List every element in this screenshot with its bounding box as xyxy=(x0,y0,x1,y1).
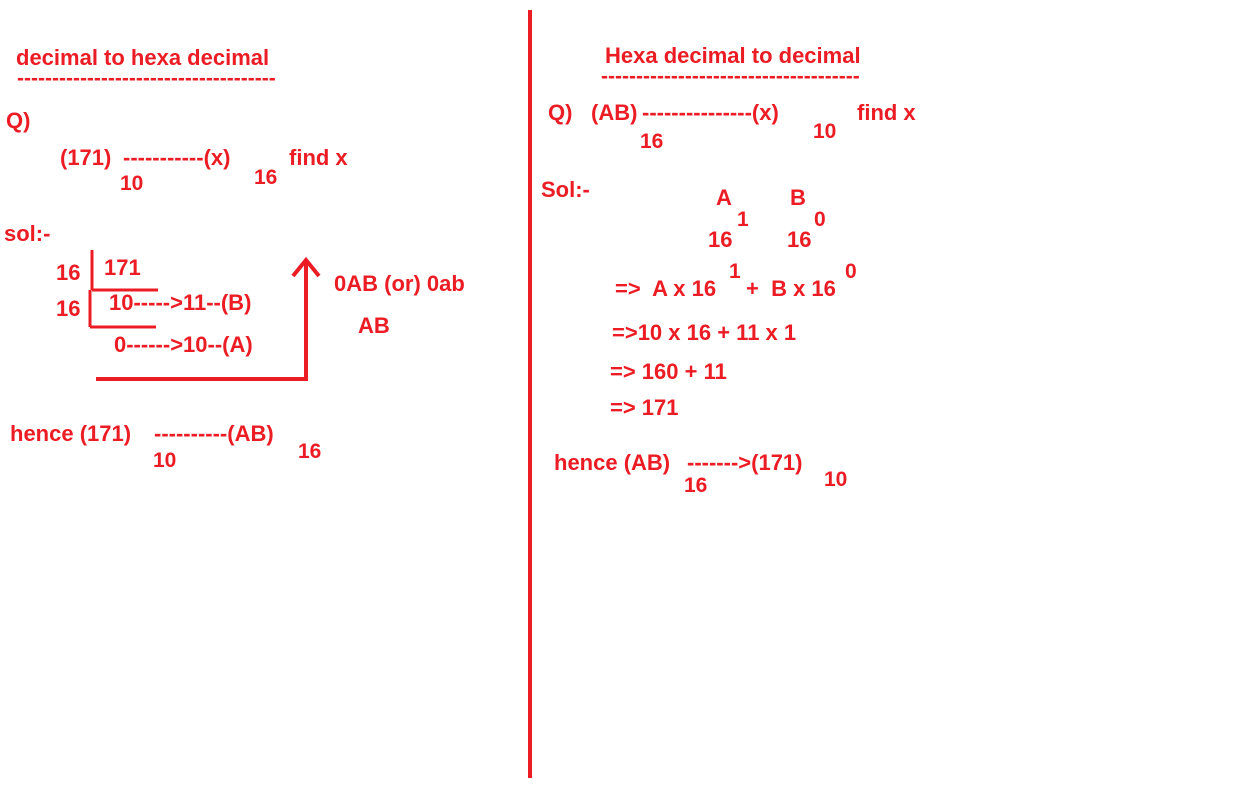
left-answer-short: AB xyxy=(358,313,390,338)
left-hence-sub-base16: 16 xyxy=(298,440,322,463)
left-hence-dashes: ----------(AB) xyxy=(154,421,274,446)
step1-first-exponent: 1 xyxy=(729,260,741,283)
right-place-b-exponent: 0 xyxy=(814,208,826,231)
step1-first-term: => A x 16 xyxy=(615,276,717,301)
right-hence-sub-base10: 10 xyxy=(824,468,848,491)
left-answer-forms: 0AB (or) 0ab xyxy=(334,271,465,296)
right-digit-b: B xyxy=(790,185,806,210)
read-upward-arrow-line xyxy=(96,260,308,381)
left-hence-text: hence (171) xyxy=(10,421,132,446)
left-question-label: Q) xyxy=(6,108,31,133)
left-solution-label: sol:- xyxy=(4,221,51,246)
division-step-remainder-b: 10----->11--(B) xyxy=(109,290,252,315)
left-title-underline: ------------------------------------- xyxy=(17,67,276,90)
left-question-sub-base16: 16 xyxy=(254,166,278,189)
right-hence-sub-base16: 16 xyxy=(684,474,708,497)
right-title: Hexa decimal to decimal xyxy=(605,43,861,68)
step2-expression: =>10 x 16 + 11 x 1 xyxy=(612,320,797,345)
division-divisor-2: 16 xyxy=(56,296,81,321)
left-hence-sub-base10: 10 xyxy=(153,449,177,472)
step1-second-exponent: 0 xyxy=(845,260,857,283)
read-upward-arrow-head xyxy=(291,256,321,278)
right-digit-a: A xyxy=(716,185,732,210)
right-question-dashes: ---------------(x) xyxy=(642,100,779,125)
right-hence-text: hence (AB) xyxy=(554,450,671,475)
right-solution-label: Sol:- xyxy=(541,177,590,202)
right-place-b-base: 16 xyxy=(787,227,812,252)
left-question-expr: (171) xyxy=(60,145,112,170)
left-title: decimal to hexa decimal xyxy=(16,45,270,70)
left-question-sub-base10: 10 xyxy=(120,172,144,195)
right-place-a-exponent: 1 xyxy=(737,208,749,231)
division-divisor-1: 16 xyxy=(56,260,81,285)
right-title-underline: ------------------------------------- xyxy=(601,65,860,88)
right-question-label: Q) xyxy=(548,100,573,125)
left-question-dashes: -----------(x) xyxy=(123,145,231,170)
right-question-sub-base10: 10 xyxy=(813,120,837,143)
division-step-remainder-a: 0------>10--(A) xyxy=(114,332,253,357)
right-place-a-base: 16 xyxy=(708,227,733,252)
right-question-expr: (AB) xyxy=(591,100,638,125)
step1-second-term: + B x 16 xyxy=(746,276,836,301)
right-question-find: find x xyxy=(857,100,916,125)
right-question-sub-base16: 16 xyxy=(640,130,664,153)
left-question-find: find x xyxy=(289,145,348,170)
division-value-171: 171 xyxy=(104,255,141,280)
step4-result: => 171 xyxy=(610,395,679,420)
step3-expression: => 160 + 11 xyxy=(610,359,727,384)
right-hence-dashes: ------->(171) xyxy=(687,450,803,475)
